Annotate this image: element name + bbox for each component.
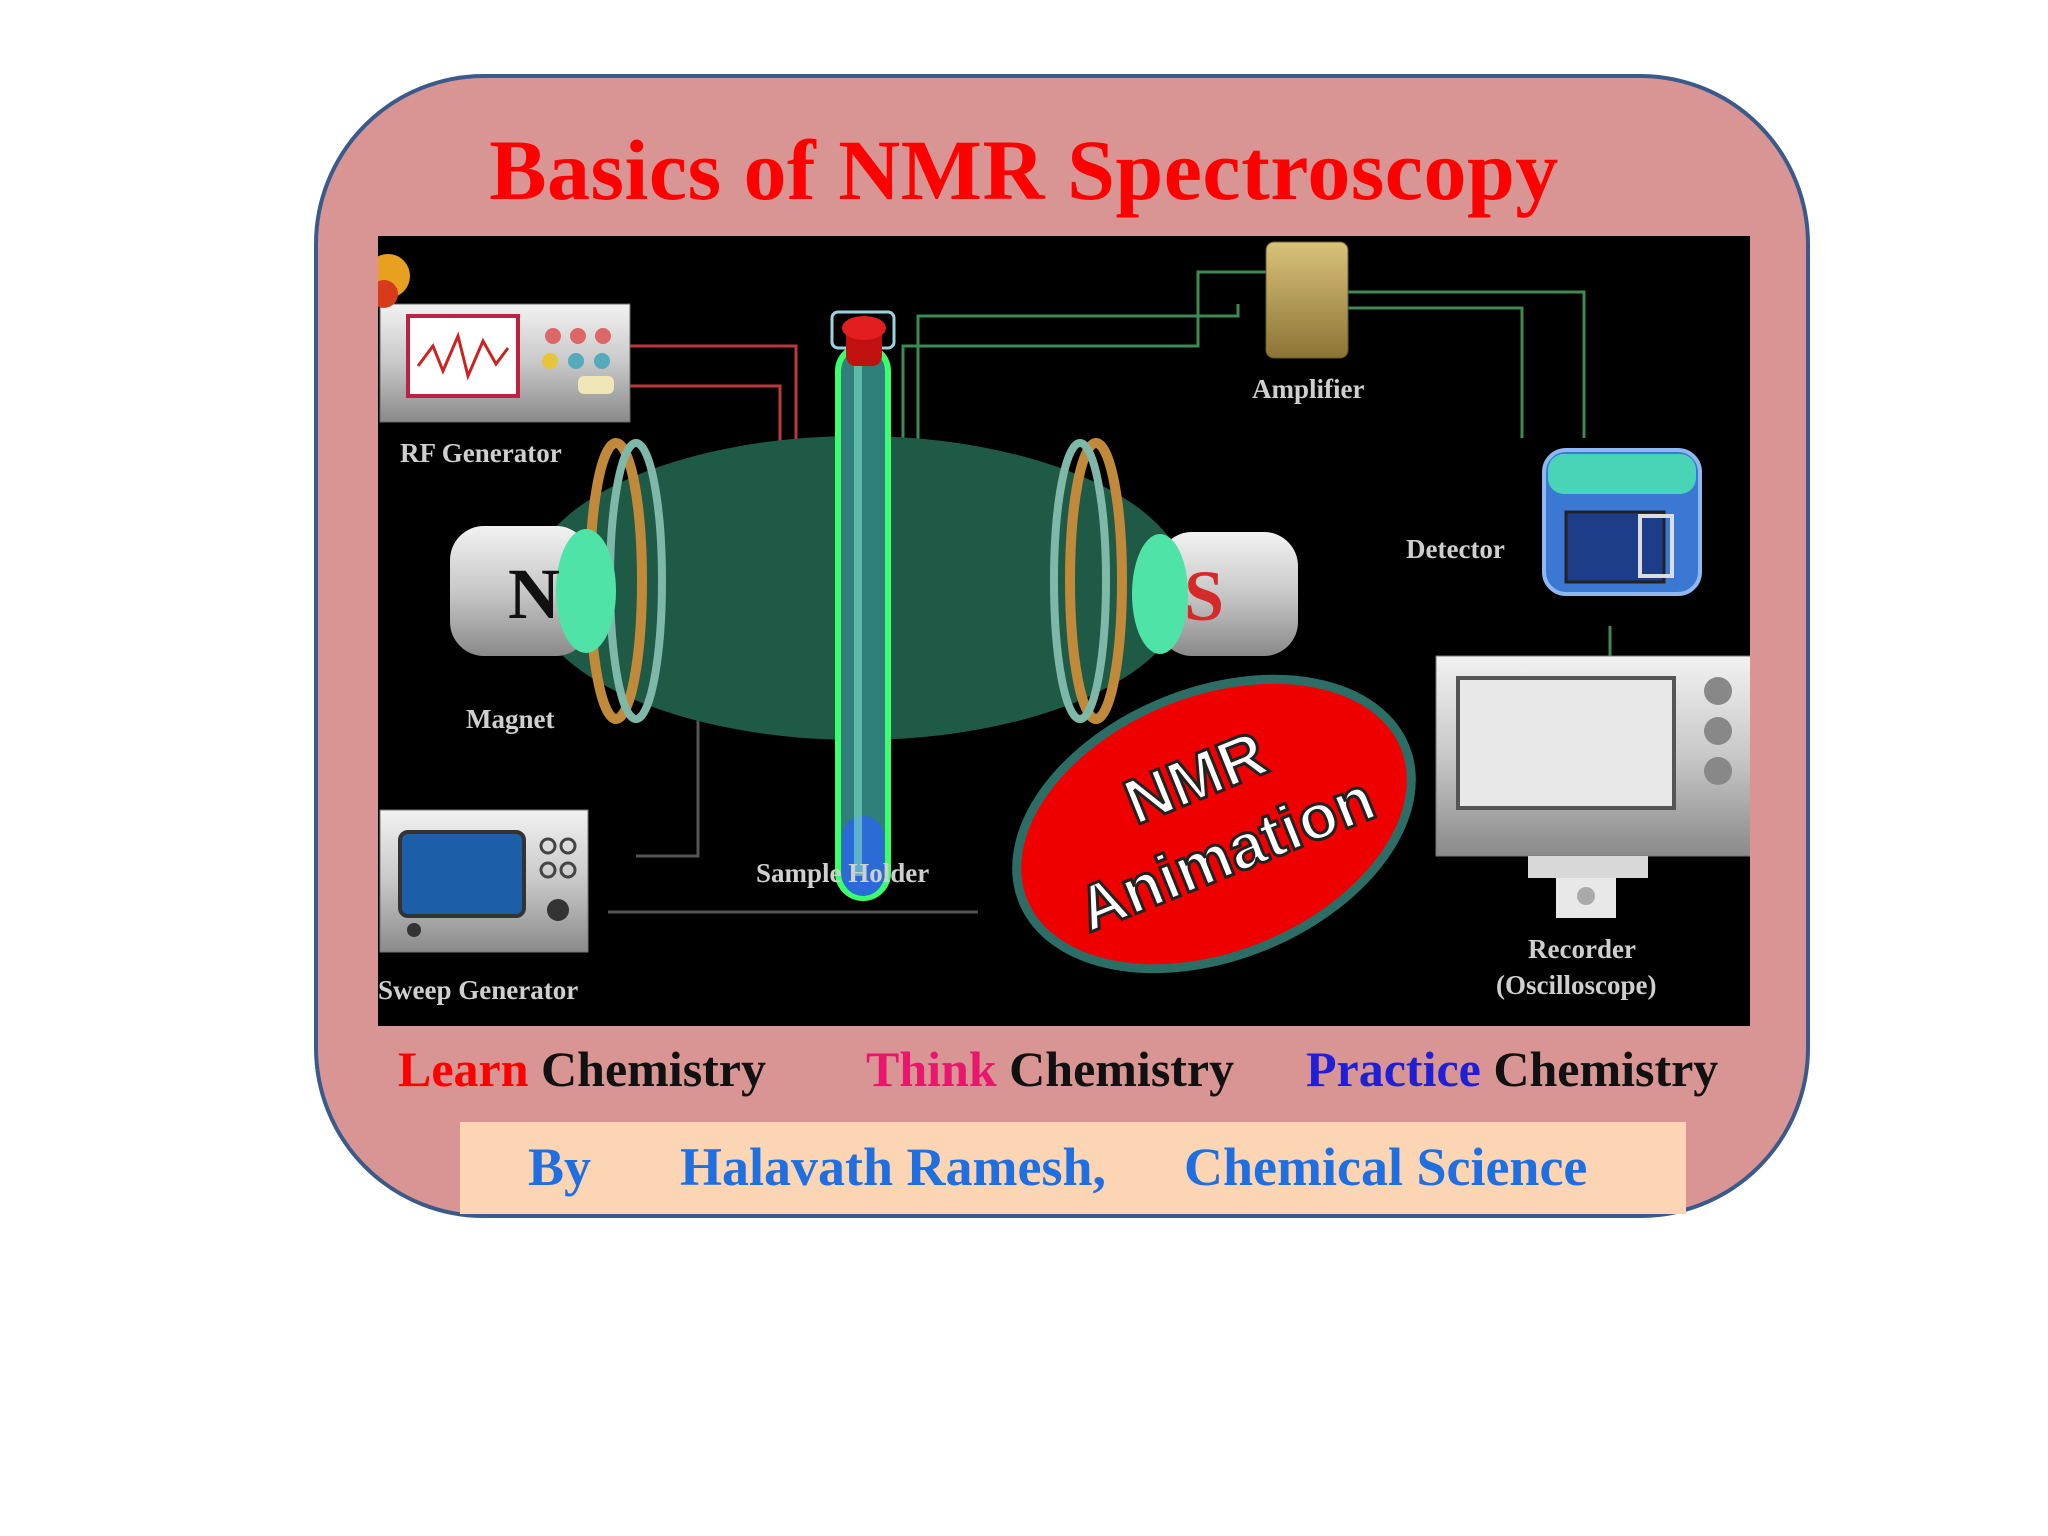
tagline-practice: Practice Chemistry bbox=[1306, 1040, 1718, 1098]
tagline-think-rest: Chemistry bbox=[996, 1041, 1235, 1097]
recorder bbox=[1435, 655, 1750, 918]
coil-right bbox=[1050, 438, 1127, 724]
detector bbox=[1542, 448, 1702, 596]
magnet-north: N bbox=[450, 526, 616, 656]
tagline-learn-rest: Chemistry bbox=[528, 1041, 766, 1097]
sweep-generator bbox=[379, 809, 589, 953]
amplifier bbox=[1265, 241, 1349, 359]
tagline-think: Think Chemistry bbox=[866, 1040, 1234, 1098]
tagline: Learn Chemistry Think Chemistry Practice… bbox=[398, 1040, 1728, 1100]
author-byline: By Halavath Ramesh, Chemical Science bbox=[460, 1122, 1686, 1214]
nmr-schematic: N S RF Generator bbox=[378, 241, 1750, 1005]
tagline-think-word: Think bbox=[866, 1041, 997, 1097]
magnet-south-letter: S bbox=[1184, 556, 1224, 636]
page-title: Basics of NMR Spectroscopy bbox=[489, 122, 1559, 218]
magnet-north-letter: N bbox=[508, 554, 560, 634]
byline-by: By bbox=[528, 1137, 592, 1197]
nmr-diagram: N S RF Generator bbox=[378, 236, 1750, 1026]
label-sample-holder: Sample Holder bbox=[756, 858, 929, 888]
label-recorder-sub: (Oscilloscope) bbox=[1496, 970, 1656, 1000]
tagline-practice-rest: Chemistry bbox=[1480, 1041, 1719, 1097]
byline-author: Halavath Ramesh, bbox=[680, 1137, 1107, 1197]
tagline-learn-word: Learn bbox=[398, 1041, 529, 1097]
label-detector: Detector bbox=[1406, 534, 1505, 564]
label-rf-generator: RF Generator bbox=[400, 438, 562, 468]
label-amplifier: Amplifier bbox=[1252, 374, 1364, 404]
byline-department: Chemical Science bbox=[1184, 1137, 1588, 1197]
tagline-practice-word: Practice bbox=[1306, 1041, 1481, 1097]
magnet-south: S bbox=[1132, 532, 1298, 656]
rf-generator bbox=[378, 254, 631, 423]
label-recorder: Recorder bbox=[1528, 934, 1636, 964]
label-magnet: Magnet bbox=[466, 704, 554, 734]
tagline-learn: Learn Chemistry bbox=[398, 1040, 766, 1098]
label-sweep-generator: Sweep Generator bbox=[378, 975, 578, 1005]
sample-holder bbox=[830, 310, 896, 901]
